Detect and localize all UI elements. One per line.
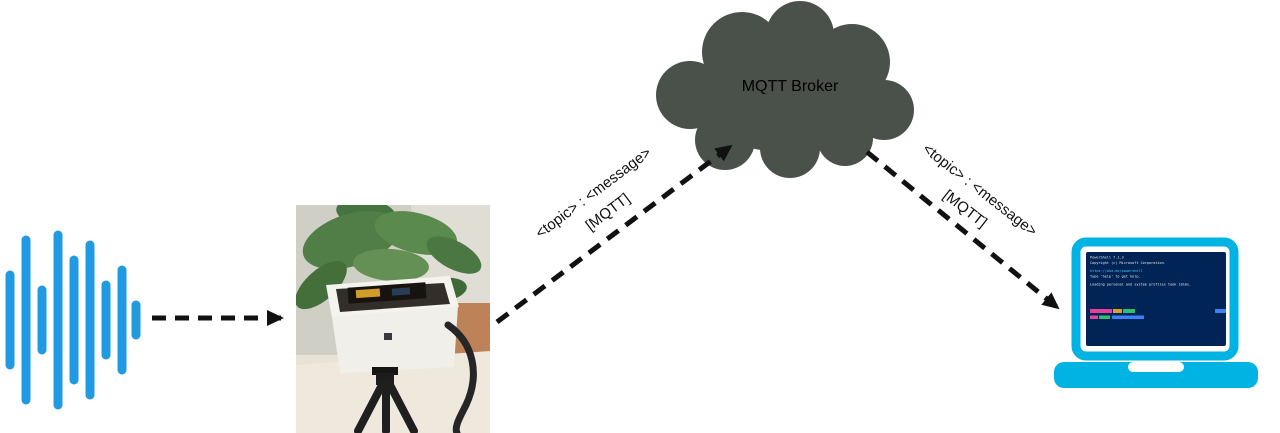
terminal-line: Type 'help' to get help. xyxy=(1090,274,1141,279)
terminal-line: Loading personal and system profiles too… xyxy=(1090,282,1192,287)
broker-label: MQTT Broker xyxy=(741,78,839,95)
publish-arrow xyxy=(495,144,733,324)
prompt-segment xyxy=(1099,315,1110,319)
prompt-segment xyxy=(1123,309,1135,313)
cable xyxy=(444,321,477,433)
audio-waveform-icon xyxy=(5,230,141,410)
plant-leaves xyxy=(295,198,482,310)
terminal-line: Copyright (c) Microsoft Corporation. xyxy=(1090,260,1166,265)
terminal-line: PowerShell 7.1.3 xyxy=(1090,255,1124,260)
tripod xyxy=(354,367,418,433)
terminal-screen: PowerShell 7.1.3 Copyright (c) Microsoft… xyxy=(1086,252,1226,346)
terminal-line: https://aka.ms/powershell xyxy=(1090,269,1143,273)
prompt-segment xyxy=(1090,315,1098,319)
prompt-segment xyxy=(1215,309,1226,313)
terminal-prompt xyxy=(1090,315,1226,320)
prompt-segment xyxy=(1112,315,1144,319)
prompt-segment xyxy=(1113,309,1122,313)
device-photo xyxy=(295,198,490,433)
prompt-segment xyxy=(1090,309,1112,313)
cloud-shape xyxy=(656,1,914,178)
laptop-notch xyxy=(1128,362,1184,372)
device-photo-art xyxy=(295,198,490,433)
device-box xyxy=(326,276,459,373)
terminal-prompt xyxy=(1090,309,1226,314)
subscribe-arrow xyxy=(865,150,1060,310)
